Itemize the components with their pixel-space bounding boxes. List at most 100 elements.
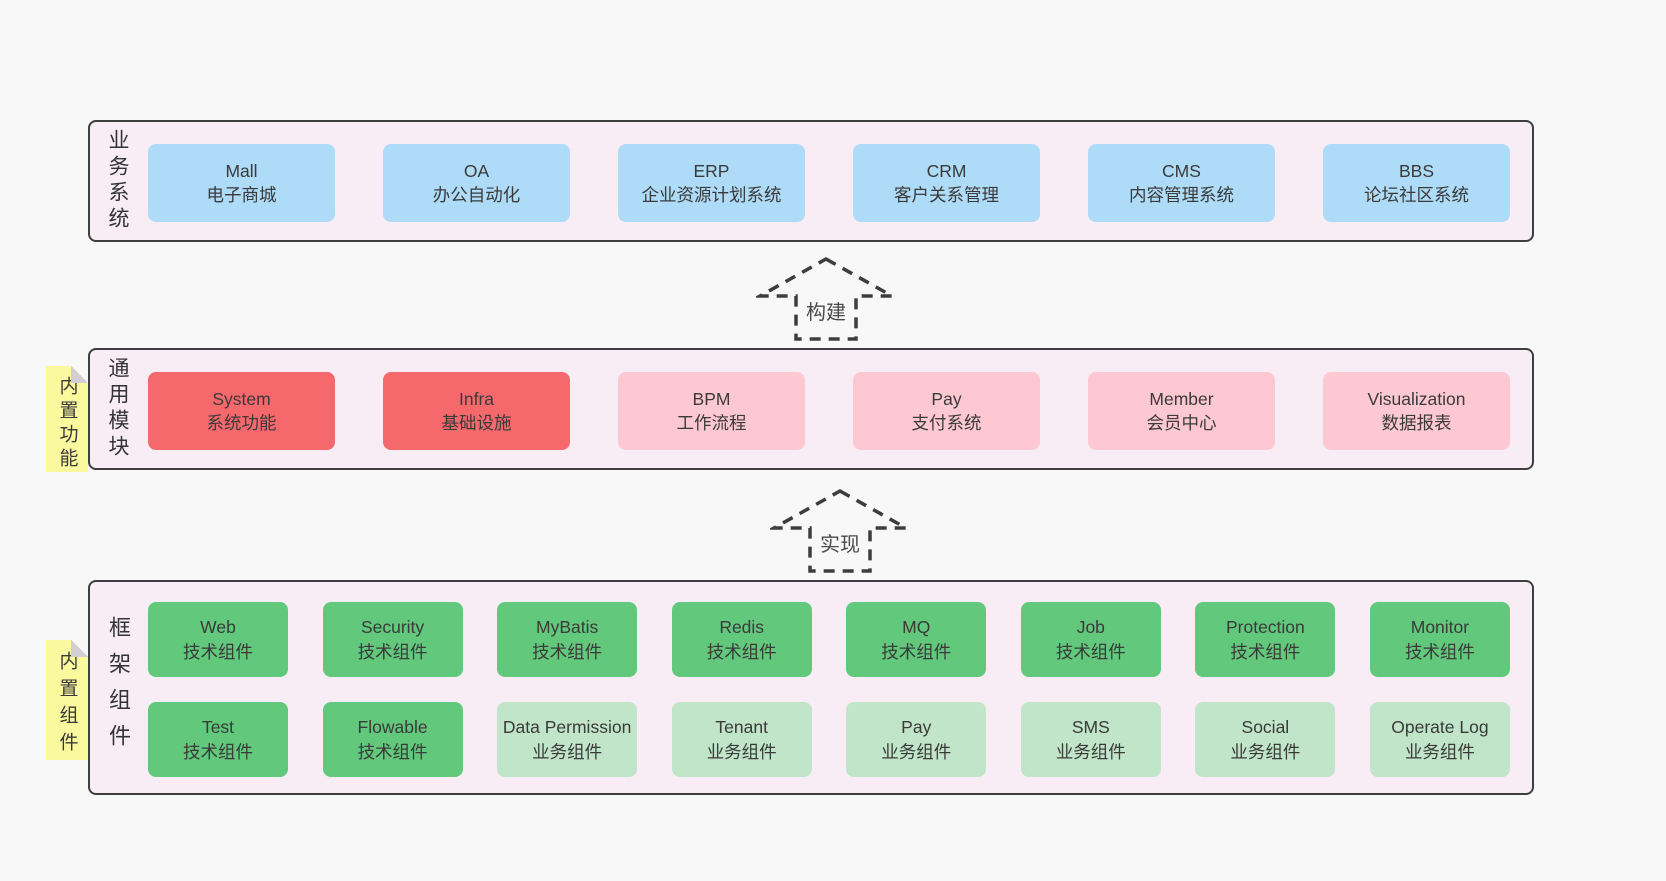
box-cms: CMS 内容管理系统 [1088, 144, 1275, 222]
box-desc: 电子商城 [206, 185, 277, 205]
box-desc: 技术组件 [881, 641, 952, 662]
box-desc: 企业资源计划系统 [641, 185, 782, 205]
box-visualization: Visualization 数据报表 [1323, 372, 1510, 450]
box-operate-log: Operate Log 业务组件 [1369, 702, 1510, 777]
box-member: Member 会员中心 [1088, 372, 1275, 450]
box-desc: 内容管理系统 [1129, 185, 1234, 205]
box-test: Test 技术组件 [148, 702, 288, 777]
box-monitor: Monitor 技术组件 [1369, 602, 1510, 677]
box-tenant: Tenant 业务组件 [671, 702, 812, 777]
framework-components-row-1: Web 技术组件 Security 技术组件 MyBatis 技术组件 Redi… [148, 602, 1510, 677]
arrow-implement: 实现 [770, 488, 910, 574]
box-name: CMS [1162, 160, 1201, 181]
tab-built-in-features-label: 内置功能 [56, 376, 78, 472]
box-name: Security [360, 617, 425, 638]
box-name: MQ [902, 617, 931, 638]
box-name: Web [200, 617, 236, 638]
box-mybatis: MyBatis 技术组件 [497, 602, 638, 677]
box-web: Web 技术组件 [148, 602, 288, 677]
box-desc: 业务组件 [1055, 741, 1126, 762]
box-name: Monitor [1410, 617, 1470, 638]
box-mall: Mall 电子商城 [148, 144, 335, 222]
tab-built-in-components: 内置组件 [46, 640, 88, 760]
arrow-build-label: 构建 [806, 302, 846, 324]
framework-components-row-2: Test 技术组件 Flowable 技术组件 Data Permission … [148, 702, 1510, 777]
box-name: MyBatis [536, 617, 599, 638]
box-name: Test [201, 717, 235, 738]
box-name: SMS [1071, 717, 1110, 738]
box-name: Data Permission [502, 717, 632, 738]
box-infra: Infra 基础设施 [383, 372, 570, 450]
box-pay: Pay 支付系统 [853, 372, 1040, 450]
common-modules-row: System 系统功能 Infra 基础设施 BPM 工作流程 Pay 支付系统… [148, 372, 1510, 450]
box-desc: 办公自动化 [432, 185, 521, 205]
layer-framework-components-label: 框架组件 [106, 615, 131, 760]
box-name: Operate Log [1391, 717, 1489, 738]
box-pay-biz: Pay 业务组件 [846, 702, 987, 777]
box-redis: Redis 技术组件 [671, 602, 812, 677]
arrow-implement-label: 实现 [820, 534, 860, 556]
box-name: Pay [931, 388, 962, 409]
box-desc: 技术组件 [357, 641, 428, 662]
box-name: Infra [458, 388, 495, 409]
box-name: Mall [225, 160, 258, 181]
layer-business-systems: 业务系统 Mall 电子商城 OA 办公自动化 ERP 企业资源计划系统 CRM… [88, 120, 1534, 242]
box-desc: 业务组件 [1404, 741, 1475, 762]
box-desc: 技术组件 [532, 641, 603, 662]
box-name: Redis [719, 617, 765, 638]
box-security: Security 技术组件 [322, 602, 463, 677]
box-name: Visualization [1367, 388, 1466, 409]
box-desc: 基础设施 [441, 413, 512, 433]
box-desc: 技术组件 [183, 741, 253, 762]
layer-business-systems-label: 业务系统 [106, 129, 129, 233]
box-name: Tenant [715, 717, 768, 738]
box-erp: ERP 企业资源计划系统 [618, 144, 805, 222]
box-name: Pay [901, 717, 932, 738]
box-system: System 系统功能 [148, 372, 335, 450]
box-name: Member [1149, 388, 1214, 409]
box-desc: 技术组件 [357, 741, 428, 762]
box-desc: 业务组件 [532, 741, 603, 762]
box-desc: 数据报表 [1381, 413, 1452, 433]
box-oa: OA 办公自动化 [383, 144, 570, 222]
box-flowable: Flowable 技术组件 [322, 702, 463, 777]
box-mq: MQ 技术组件 [846, 602, 987, 677]
box-desc: 技术组件 [706, 641, 777, 662]
layer-common-modules: 通用模块 System 系统功能 Infra 基础设施 BPM 工作流程 Pay… [88, 348, 1534, 470]
box-name: Social [1241, 717, 1290, 738]
box-desc: 会员中心 [1146, 413, 1217, 433]
box-social: Social 业务组件 [1195, 702, 1336, 777]
box-name: Flowable [357, 717, 428, 738]
box-name: ERP [693, 160, 730, 181]
box-desc: 技术组件 [183, 641, 253, 662]
box-name: Job [1076, 617, 1105, 638]
layer-framework-components: 框架组件 Web 技术组件 Security 技术组件 MyBatis 技术组件… [88, 580, 1534, 795]
box-bbs: BBS 论坛社区系统 [1323, 144, 1510, 222]
box-desc: 工作流程 [676, 413, 747, 433]
box-desc: 支付系统 [911, 413, 982, 433]
box-desc: 系统功能 [206, 413, 277, 433]
box-name: Protection [1225, 617, 1305, 638]
box-name: CRM [926, 160, 967, 181]
box-protection: Protection 技术组件 [1195, 602, 1336, 677]
tab-built-in-components-label: 内置组件 [56, 651, 78, 759]
box-data-permission: Data Permission 业务组件 [497, 702, 638, 777]
tab-built-in-features: 内置功能 [46, 366, 88, 472]
box-bpm: BPM 工作流程 [618, 372, 805, 450]
up-arrow-icon [770, 488, 910, 573]
business-systems-row: Mall 电子商城 OA 办公自动化 ERP 企业资源计划系统 CRM 客户关系… [148, 144, 1510, 222]
box-sms: SMS 业务组件 [1020, 702, 1161, 777]
box-name: System [212, 388, 271, 409]
box-crm: CRM 客户关系管理 [853, 144, 1040, 222]
arrow-build: 构建 [756, 256, 896, 342]
box-job: Job 技术组件 [1020, 602, 1161, 677]
box-desc: 客户关系管理 [894, 185, 999, 205]
box-name: BBS [1398, 160, 1435, 181]
folded-corner-icon [71, 640, 88, 657]
box-desc: 技术组件 [1230, 641, 1301, 662]
box-desc: 技术组件 [1404, 641, 1475, 662]
box-desc: 业务组件 [881, 741, 952, 762]
up-arrow-icon [756, 256, 896, 341]
box-name: OA [463, 160, 490, 181]
